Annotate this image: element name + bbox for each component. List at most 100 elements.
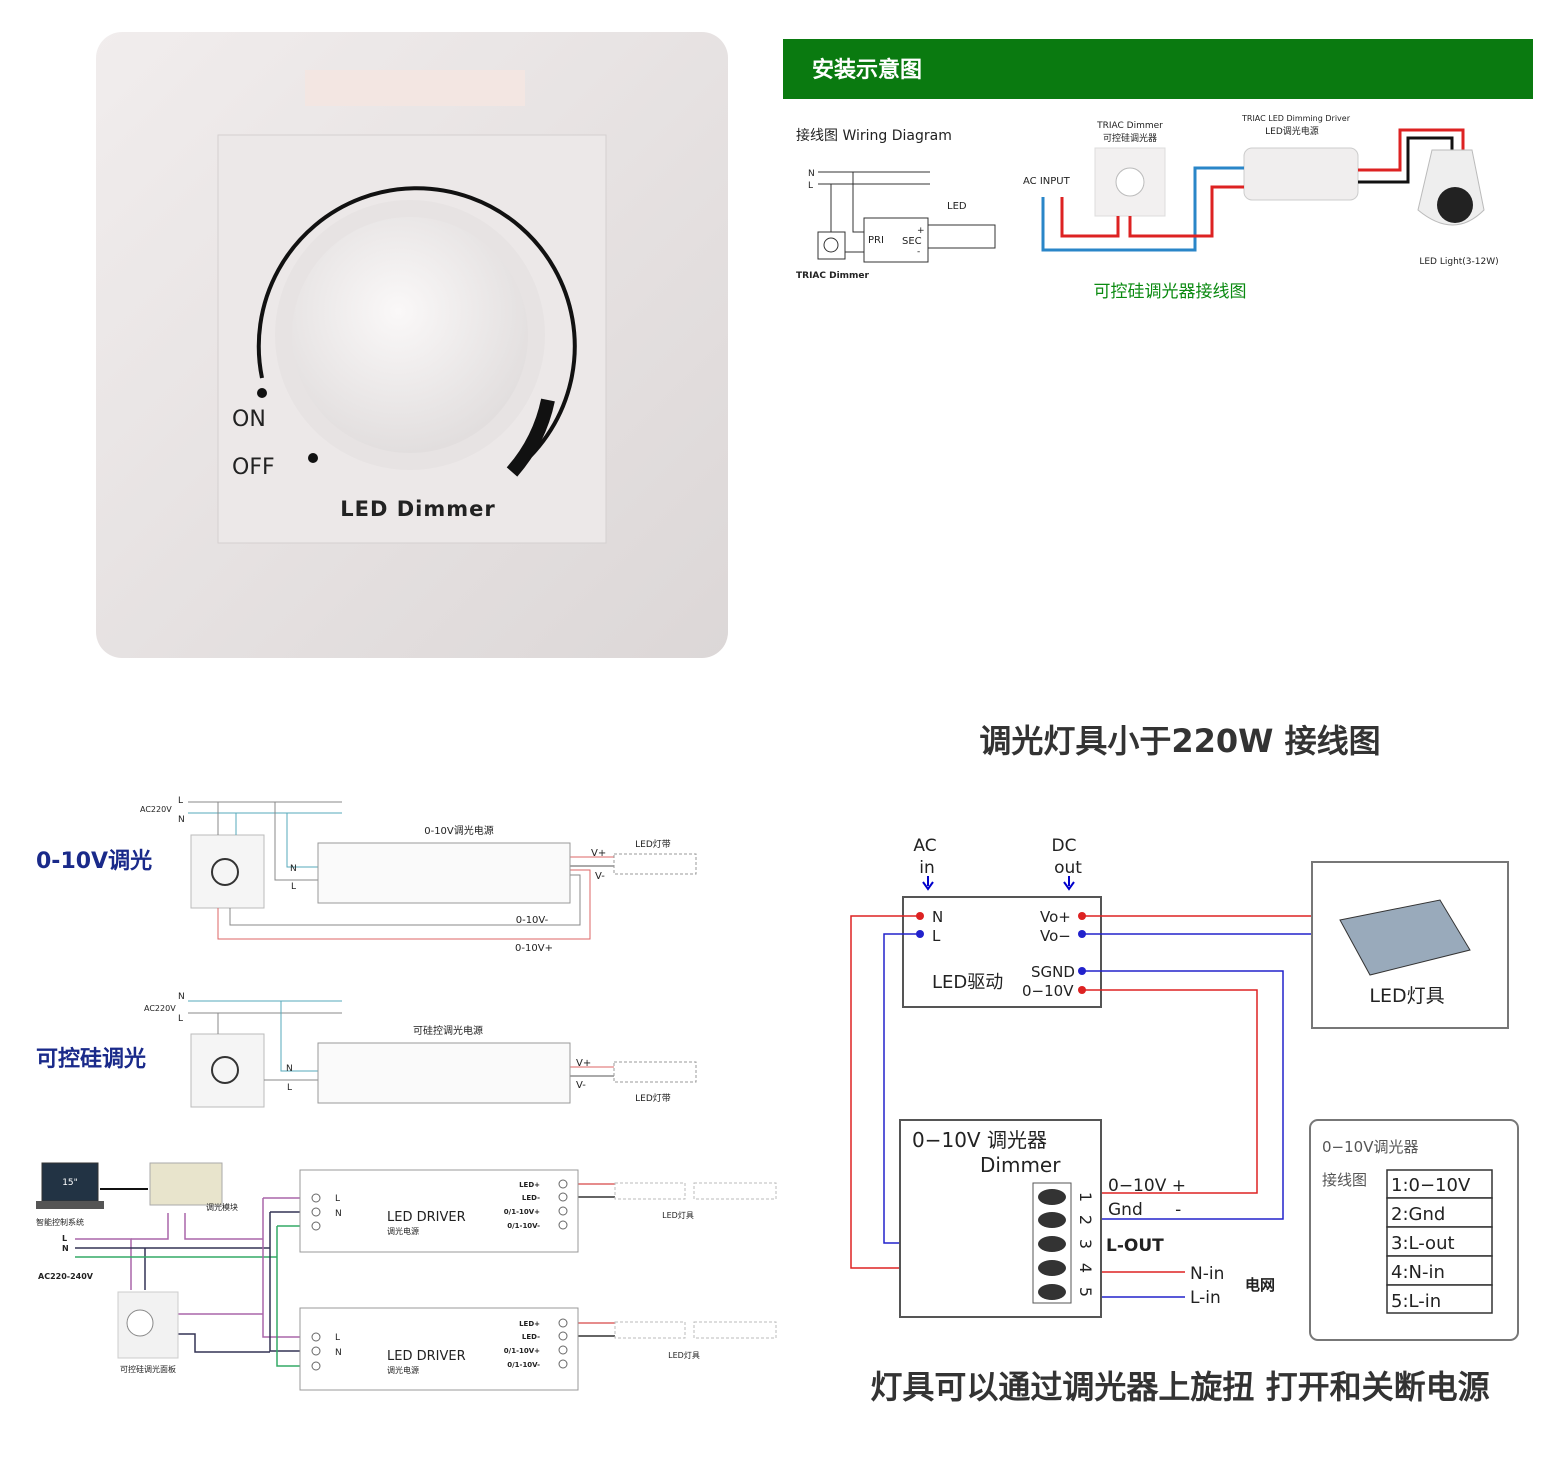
terminal-2 — [1038, 1212, 1066, 1228]
driver-title: LED DRIVER — [387, 1210, 466, 1225]
0-10v-title: 0-10V调光 — [36, 849, 152, 874]
pin-number: 3 — [1076, 1239, 1095, 1249]
n-terminal-label: N — [286, 1064, 293, 1074]
psu-label: 0-10V调光电源 — [424, 824, 494, 837]
vo-plus-label: Vo+ — [1040, 908, 1071, 926]
led-light-lens — [1437, 187, 1473, 223]
n-terminal-label: N — [290, 864, 297, 874]
minus-label: - — [917, 247, 920, 257]
driver-sub: 调光电源 — [387, 1365, 419, 1375]
terminal-1 — [1038, 1189, 1066, 1205]
dimmer-en-label: TRIAC Dimmer — [1096, 121, 1163, 131]
arrow-down-icon — [1063, 876, 1075, 891]
strip-label: LED灯带 — [635, 839, 671, 850]
led-strip — [614, 1182, 686, 1200]
lamp-label: LED灯具 — [662, 1210, 694, 1220]
driver-l-label: L — [932, 927, 941, 945]
legend-row: 4:N-in — [1391, 1262, 1445, 1283]
strip-label: LED灯带 — [635, 1093, 671, 1104]
dimmer-knob-icon — [211, 1056, 239, 1084]
dimming-module-icon — [149, 1162, 223, 1206]
driver-box — [299, 1169, 579, 1253]
terminal-1-label: LED+ — [519, 1181, 540, 1189]
n-terminal-label: N — [335, 1209, 342, 1219]
dc-label: DC — [1052, 836, 1077, 856]
on-label: ON — [232, 407, 266, 432]
vminus-label: V- — [595, 871, 605, 882]
dimmer-knob[interactable] — [292, 217, 528, 453]
driver-box — [299, 1307, 579, 1391]
triac-title: 可控硅调光 — [36, 1046, 146, 1072]
psu-label: 可硅控调光电源 — [413, 1024, 483, 1037]
led-strip — [613, 1061, 697, 1083]
l-label: L — [178, 796, 183, 806]
driver-n-label: N — [932, 908, 943, 926]
led-driver-2: L N LED DRIVER 调光电源 LED+ LED- 0/1-10V+ 0… — [299, 1307, 777, 1391]
screen-label: 15" — [62, 1178, 78, 1188]
ac-label: AC220V — [140, 805, 172, 814]
led-driver-box — [902, 896, 1102, 1008]
l-label: L — [808, 181, 813, 191]
triac-wires — [217, 1001, 614, 1081]
vminus-label: V- — [576, 1080, 586, 1091]
l-label: L — [62, 1234, 67, 1243]
driver-en-label: TRIAC LED Dimming Driver — [1241, 114, 1351, 123]
system-wires — [75, 1183, 615, 1367]
terminal-4-label: 0/1-10V- — [507, 1361, 540, 1369]
ac-label: AC — [913, 836, 936, 856]
triac-diagram: 可控硅调光 AC220V N L 可硅控调光电源 N L V+ V- LED灯带 — [36, 992, 697, 1108]
terminal-3-label: 0/1-10V+ — [504, 1347, 540, 1355]
module-label: 调光模块 — [206, 1202, 238, 1212]
n-label: N — [62, 1244, 69, 1253]
pin-4-label: N-in — [1190, 1264, 1224, 1284]
l-terminal-label: L — [291, 882, 296, 892]
terminal-2-label: LED- — [522, 1333, 540, 1341]
legend-sub: 接线图 — [1322, 1171, 1367, 1189]
dimmer-switch-photo: ON OFF LED Dimmer — [96, 32, 728, 658]
grid-label: 电网 — [1245, 1276, 1275, 1294]
install-header — [783, 39, 1533, 99]
led-strip — [614, 1321, 686, 1339]
n-label: N — [808, 169, 815, 179]
pri-label: PRI — [868, 235, 884, 246]
sgnd-label: SGND — [1031, 963, 1075, 981]
install-header-title: 安装示意图 — [812, 57, 922, 83]
terminal-3-label: 0/1-10V+ — [504, 1208, 540, 1216]
n-label: N — [178, 992, 185, 1002]
ctrl-minus-label: 0-10V- — [516, 915, 549, 926]
sec-label: SEC — [902, 236, 922, 247]
0-10v-psu — [317, 842, 571, 904]
triac-panel-knob — [126, 1309, 154, 1337]
legend-row: 2:Gnd — [1391, 1204, 1445, 1225]
pin-number: 2 — [1076, 1215, 1095, 1225]
lamp-label: LED灯具 — [668, 1350, 700, 1360]
arrow-down-icon — [922, 876, 934, 891]
ac-label: AC220-240V — [38, 1272, 94, 1281]
l-terminal-label: L — [287, 1083, 292, 1093]
install-wires — [1041, 128, 1465, 252]
label-window — [305, 70, 525, 106]
led-strip — [693, 1182, 777, 1200]
on-dot — [257, 388, 267, 398]
ac-input-label: AC INPUT — [1023, 176, 1071, 187]
terminal-3 — [1038, 1236, 1066, 1252]
ac-label: AC220V — [144, 1004, 176, 1013]
legend-title: 0−10V调光器 — [1322, 1138, 1418, 1156]
dimming-wiring-diagram: 调光灯具小于220W 接线图 AC in DC out N L Vo+ Vo− … — [850, 722, 1519, 1406]
system-diagram: 15" 智能控制系统 调光模块 L N AC220-240V 可控硅调光面板 L… — [36, 1162, 777, 1391]
led-strip — [613, 853, 697, 875]
dimmer-knob-icon — [211, 858, 239, 886]
in-label: in — [919, 858, 935, 878]
terminal-5 — [1038, 1284, 1066, 1300]
0-10v-label: 0−10V — [1022, 982, 1074, 1000]
pin-3-label: L-OUT — [1106, 1236, 1164, 1256]
lamp-label: LED灯具 — [1369, 985, 1444, 1007]
legend-row: 3:L-out — [1391, 1233, 1455, 1254]
scale-arc — [256, 186, 577, 472]
pin-5-label: L-in — [1190, 1288, 1221, 1308]
install-diagram: 安装示意图 接线图 Wiring Diagram N L PRI SEC + -… — [783, 39, 1533, 302]
led-driver-1: L N LED DRIVER 调光电源 LED+ LED- 0/1-10V+ 0… — [299, 1169, 777, 1253]
laptop-base — [36, 1201, 104, 1209]
pin-number: 4 — [1076, 1263, 1095, 1273]
l-terminal-label: L — [335, 1333, 340, 1343]
